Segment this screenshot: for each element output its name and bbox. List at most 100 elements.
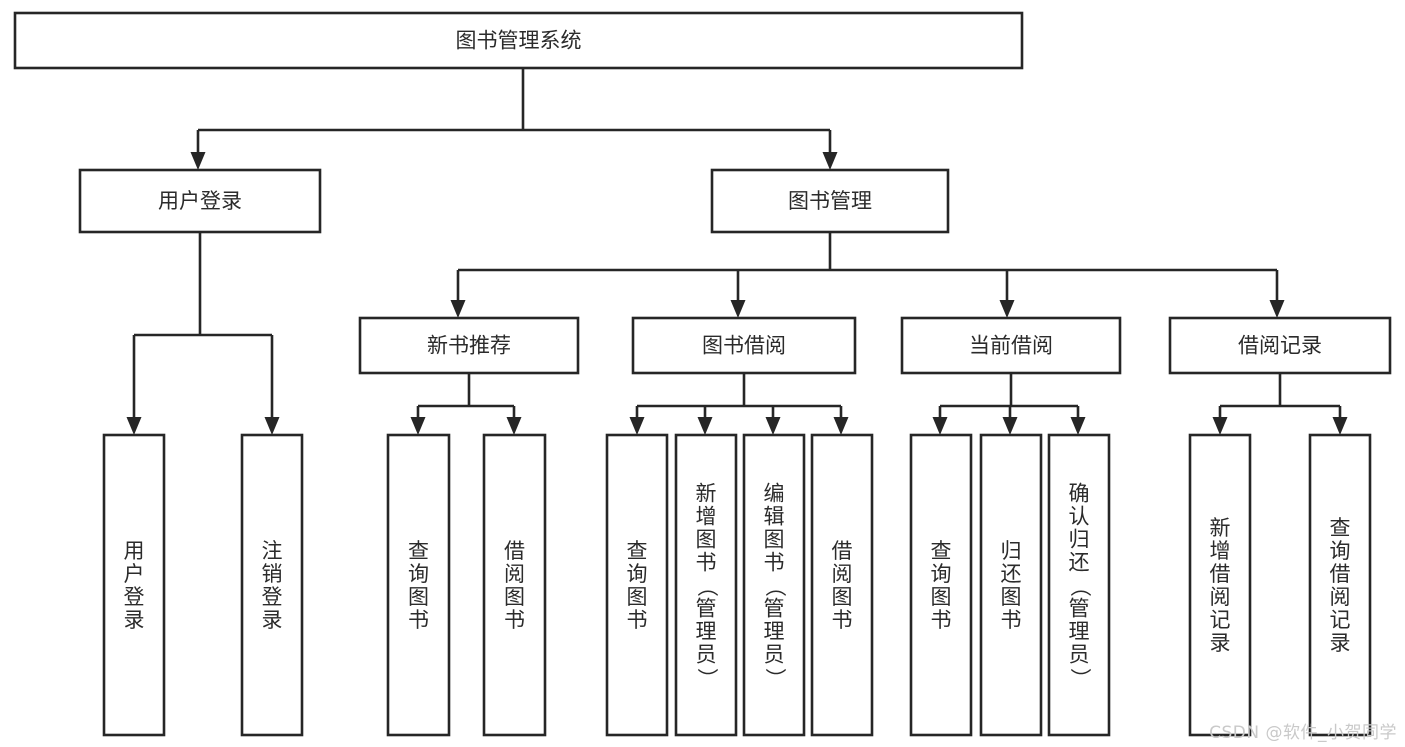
node-level3-3[interactable]: 借阅记录 — [1168, 316, 1392, 375]
arrow-head-icon — [190, 152, 206, 170]
node-leaf-3-label-char: 图 — [504, 585, 525, 609]
node-leaf-10-label-char: 认 — [1069, 504, 1090, 528]
node-leaf-11-label-char: 新 — [1210, 516, 1231, 540]
node-leaf-12-label-char: 记 — [1330, 608, 1351, 632]
node-leaf-0-box[interactable] — [102, 433, 166, 737]
node-leaf-10-label-char: 理 — [1069, 619, 1090, 643]
node-level3-0-label: 新书推荐 — [427, 334, 511, 358]
node-leaf-10-label-char: 确 — [1069, 481, 1090, 505]
node-level2-0[interactable]: 用户登录 — [78, 168, 322, 234]
node-leaf-6-label-char: 图 — [764, 527, 785, 551]
node-leaf-12-label-char: 阅 — [1330, 585, 1351, 609]
arrow-head-icon — [833, 417, 849, 435]
csdn-watermark: CSDN @软件_小贺同学 — [1209, 723, 1397, 743]
arrow-head-icon — [730, 300, 746, 318]
node-leaf-7-label-char: 书 — [832, 608, 853, 632]
node-leaf-6-label-char: ） — [763, 668, 787, 689]
node-level3-3-label: 借阅记录 — [1238, 334, 1322, 358]
node-leaf-12-label-char: 借 — [1330, 562, 1351, 586]
node-level3-3-box[interactable] — [1168, 316, 1392, 375]
node-leaf-4-box[interactable] — [605, 433, 669, 737]
node-level3-1[interactable]: 图书借阅 — [631, 316, 857, 375]
arrow-head-icon — [1212, 417, 1228, 435]
node-leaf-8-label-char: 询 — [931, 562, 952, 586]
node-leaf-8-box[interactable] — [909, 433, 973, 737]
node-level3-2[interactable]: 当前借阅 — [900, 316, 1122, 375]
node-leaf-2-box[interactable] — [386, 433, 451, 737]
connector-layer — [126, 68, 1348, 435]
node-leaf-10-label-char: ） — [1068, 668, 1092, 689]
node-leaf-5-box[interactable] — [674, 433, 738, 737]
node-level2-1-box[interactable] — [710, 168, 950, 234]
node-leaf-12-label-char: 查 — [1330, 516, 1351, 540]
node-leaf-1-box[interactable] — [240, 433, 304, 737]
node-level2-0-box[interactable] — [78, 168, 322, 234]
node-leaf-7-box[interactable] — [810, 433, 874, 737]
node-leaf-10-box[interactable] — [1047, 433, 1111, 737]
arrow-head-icon — [264, 417, 280, 435]
node-leaf-7-label-char: 图 — [832, 585, 853, 609]
node-leaf-2-label-char: 查 — [408, 539, 429, 563]
arrow-head-icon — [629, 417, 645, 435]
arrow-head-icon — [765, 417, 781, 435]
node-leaf-11-label-char: 记 — [1210, 608, 1231, 632]
node-leaf-4-label-char: 查 — [627, 539, 648, 563]
node-leaf-11-label-char: 增 — [1210, 539, 1231, 563]
node-level3-0[interactable]: 新书推荐 — [358, 316, 580, 375]
node-leaf-3-label-char: 阅 — [504, 562, 525, 586]
node-leaf-9-label-char: 图 — [1001, 585, 1022, 609]
node-root-box[interactable] — [13, 11, 1024, 70]
node-leaf-6-label-char: 理 — [764, 619, 785, 643]
node-leaf-9-box[interactable] — [979, 433, 1043, 737]
node-leaf-11-label-char: 录 — [1210, 631, 1231, 655]
node-level3-1-box[interactable] — [631, 316, 857, 375]
arrow-head-icon — [410, 417, 426, 435]
node-root[interactable]: 图书管理系统 — [13, 11, 1024, 70]
node-leaf-0-label-char: 用 — [124, 539, 145, 563]
node-leaf-8-label-char: 图 — [931, 585, 952, 609]
node-leaf-9-label-char: 书 — [1001, 608, 1022, 632]
node-level3-2-box[interactable] — [900, 316, 1122, 375]
node-leaf-6-box[interactable] — [742, 433, 806, 737]
node-leaf-6-label-char: 编 — [764, 481, 785, 505]
node-layer: 图书管理系统用户登录图书管理新书推荐图书借阅当前借阅借阅记录用户登录注销登录查询… — [13, 11, 1392, 737]
node-leaf-0-label-char: 登 — [124, 585, 145, 609]
node-leaf-12-label-char: 询 — [1330, 539, 1351, 563]
node-leaf-4-label-char: 询 — [627, 562, 648, 586]
arrow-head-icon — [1002, 417, 1018, 435]
node-leaf-7-label-char: 阅 — [832, 562, 853, 586]
node-leaf-8-label-char: 查 — [931, 539, 952, 563]
node-leaf-3-label-char: 书 — [504, 608, 525, 632]
node-leaf-8-label-char: 书 — [931, 608, 952, 632]
node-level3-0-box[interactable] — [358, 316, 580, 375]
node-leaf-11-box[interactable] — [1188, 433, 1252, 737]
node-leaf-1-label-char: 录 — [262, 608, 283, 632]
node-leaf-2-label-char: 书 — [408, 608, 429, 632]
node-leaf-4-label-char: 书 — [627, 608, 648, 632]
arrow-head-icon — [822, 152, 838, 170]
node-leaf-0[interactable]: 用户登录 — [102, 433, 166, 737]
node-leaf-2-label-char: 图 — [408, 585, 429, 609]
node-leaf-3-box[interactable] — [482, 433, 547, 737]
node-leaf-12-box[interactable] — [1308, 433, 1372, 737]
node-leaf-6-label-char: 员 — [764, 642, 785, 666]
node-level2-1[interactable]: 图书管理 — [710, 168, 950, 234]
node-leaf-5-label-char: 管 — [696, 596, 717, 620]
node-leaf-4-label-char: 图 — [627, 585, 648, 609]
node-level3-2-label: 当前借阅 — [969, 334, 1053, 358]
node-leaf-5-label-char: ） — [695, 668, 719, 689]
